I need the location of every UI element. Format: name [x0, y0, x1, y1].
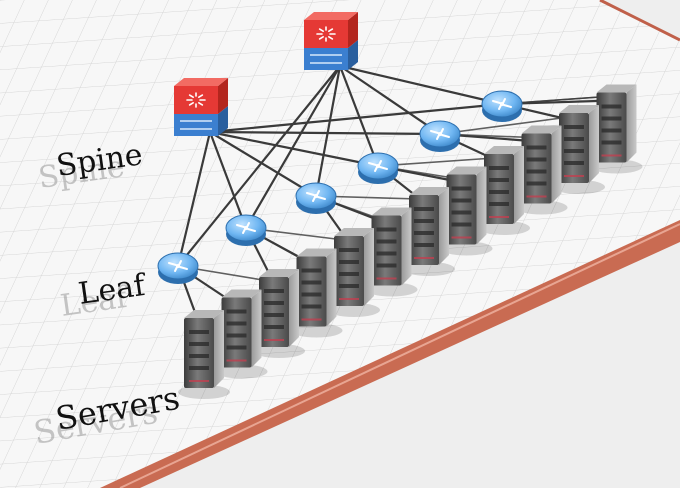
leaf-switch-icon — [157, 252, 199, 284]
spine-leaf-link — [314, 64, 342, 198]
leaf-row — [157, 90, 523, 284]
spine-switch-icon — [174, 78, 228, 136]
server-icon — [515, 125, 568, 215]
leaf-switch-icon — [225, 214, 267, 246]
spine-leaf-link — [338, 64, 504, 106]
label-leaf: Leaf Leaf — [58, 268, 149, 324]
server-icon — [365, 207, 418, 297]
server-icon — [290, 248, 343, 338]
server-icon — [403, 187, 455, 276]
leaf-switch-icon — [481, 90, 523, 122]
server-row — [178, 84, 643, 399]
spine-leaf-link — [208, 102, 504, 134]
spine-leaf-link — [176, 130, 212, 268]
server-icon — [440, 166, 493, 256]
spine-leaf-link — [338, 64, 380, 168]
server-icon — [553, 105, 605, 194]
leaf-switch-icon — [419, 120, 461, 152]
spine-leaf-link — [176, 64, 342, 268]
server-icon — [253, 269, 305, 358]
spine-leaf-link — [208, 130, 442, 136]
server-icon — [215, 289, 268, 379]
spine-leaf-link — [208, 130, 380, 168]
spine-leaf-link — [244, 64, 342, 230]
spine-switch-icon — [304, 12, 358, 70]
spine-leaf-link — [208, 130, 248, 230]
server-icon — [328, 228, 380, 317]
server-icon — [178, 310, 230, 399]
server-icon — [590, 84, 643, 174]
server-icon — [478, 146, 530, 235]
spine-leaf-link — [208, 130, 318, 198]
leaf-switch-icon — [295, 182, 337, 214]
leaf-switch-icon — [357, 152, 399, 184]
spine-leaf-link — [338, 64, 442, 136]
spine-row — [174, 12, 358, 136]
leaf-server-link — [439, 116, 570, 135]
